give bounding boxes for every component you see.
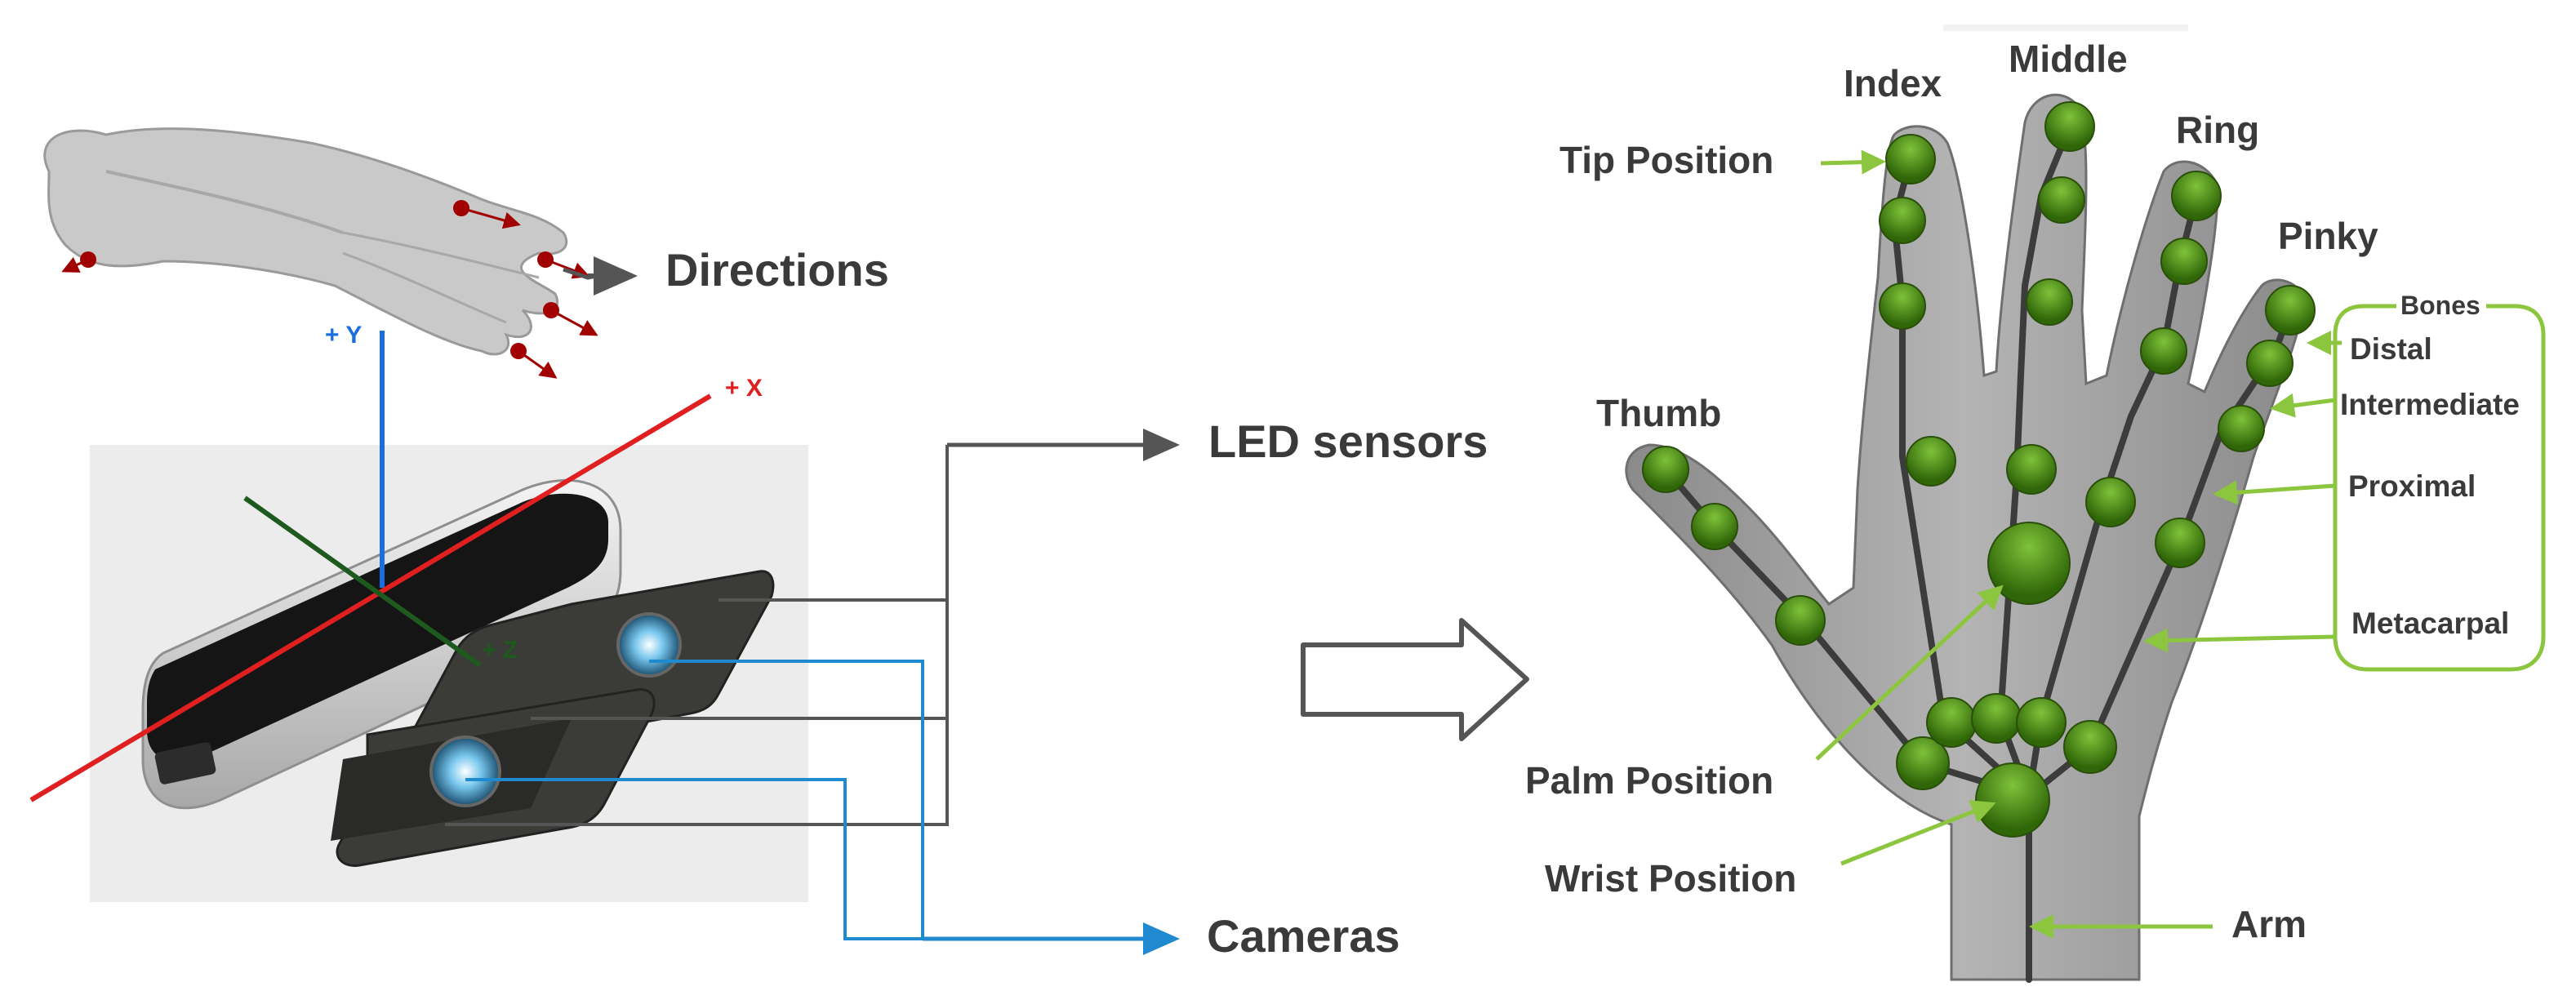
palm-position-label: Palm Position [1525, 759, 1773, 802]
finger-label-ring: Ring [2176, 109, 2259, 151]
pinky-tip-joint [2265, 285, 2316, 336]
x-axis-label: + X [725, 375, 763, 402]
bone-label-proximal: Proximal [2348, 469, 2476, 503]
z-axis-label: + Z [482, 637, 518, 664]
coordinate-axes: + Y + X + Z [29, 322, 763, 802]
finger-label-pinky: Pinky [2278, 215, 2378, 257]
right-panel: Index Middle Ring Pinky Thumb Tip Positi… [1525, 24, 2546, 983]
bone-label-distal: Distal [2350, 332, 2432, 366]
y-axis-label: + Y [325, 322, 362, 349]
arm-label: Arm [2231, 903, 2307, 945]
middle-tip-joint [2044, 101, 2095, 152]
camera-lines [465, 660, 1180, 955]
index-tip-joint [1885, 134, 1936, 184]
finger-label-thumb: Thumb [1596, 392, 1721, 434]
palm-position-joint [1987, 522, 2071, 605]
direction-markers [61, 200, 598, 379]
wrist-position-joint [1975, 762, 2050, 838]
top-camera-lens-icon [616, 612, 682, 678]
bones-title: Bones [2400, 291, 2480, 320]
finger-label-middle: Middle [2009, 38, 2128, 80]
left-panel: Directions + Y + X + Z [29, 127, 1488, 962]
hand-model-illustration [43, 127, 568, 356]
bones-bracket: Bones [2333, 291, 2546, 672]
finger-label-index: Index [1844, 62, 1942, 104]
ring-tip-joint [2171, 171, 2222, 221]
directions-label: Directions [665, 244, 889, 296]
transition-arrow-icon [1301, 618, 1529, 741]
bone-label-metacarpal: Metacarpal [2351, 607, 2509, 640]
leap-motion-device [141, 478, 622, 810]
bottom-camera-lens-icon [429, 736, 501, 807]
led-sensor-lines [445, 429, 1180, 826]
thumb-tip-joint [1642, 446, 1689, 493]
tip-position-label: Tip Position [1559, 139, 1773, 181]
circuit-board-bottom [331, 688, 656, 867]
bone-label-intermediate: Intermediate [2340, 388, 2520, 421]
wrist-position-label: Wrist Position [1545, 857, 1796, 900]
cameras-label: Cameras [1207, 910, 1400, 962]
led-sensors-label: LED sensors [1208, 416, 1488, 467]
